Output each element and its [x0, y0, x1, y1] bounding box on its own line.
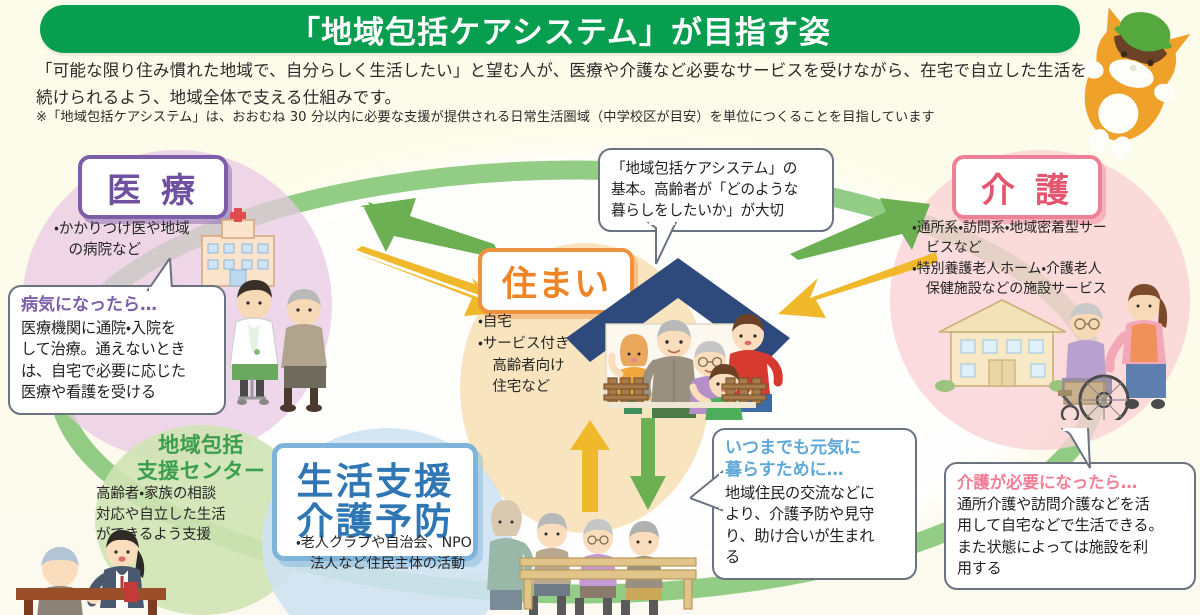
lead-paragraph: 「可能な限り住み慣れた地域で、自分らしく生活したい」と望む人が、医療や介護など必…	[36, 61, 1088, 107]
life-support-label-chip: 生活支援 介護予防	[272, 443, 478, 561]
callout-kaigo-body: 通所介護や訪問介護などを活 用して自宅などで生活できる。 また状態によっては施設…	[957, 495, 1164, 577]
support-center-title: 地域包括 支援センター	[136, 433, 266, 484]
callout-basic-tail	[646, 222, 678, 265]
medical-bullets: ・かかりつけ医や地域 の病院など	[54, 220, 190, 259]
housing-label-chip: 住まい	[478, 248, 634, 314]
doctor-and-patient-illustration	[229, 280, 327, 412]
callout-sick: 病気になったら… 医療機関に通院・入院を して治療。通えないとき は、自宅で必要…	[8, 285, 226, 416]
consultation-illustration	[16, 530, 166, 615]
title-bar	[40, 5, 1080, 53]
housing-bullets: ・自宅 ・サービス付き 高齢者向け 住宅など	[478, 314, 570, 396]
wheelchair-caregiver-illustration	[1058, 284, 1168, 420]
note-paragraph: ※「地域包括ケアシステム」は、おおむね 30 分以内に必要な支援が提供される日常…	[36, 110, 935, 125]
callout-genki-heading: いつまでも元気に 暮らすために…	[725, 438, 861, 480]
hospital-icon	[201, 208, 275, 287]
callout-sick-body: 医療機関に通院・入院を して治療。通えないとき は、自宅で必要に応じた 医療や看…	[21, 318, 186, 402]
callout-kaigo: 介護が必要になったら… 通所介護や訪問介護などを活 用して自宅などで生活できる。…	[944, 462, 1196, 591]
mascot-icon	[1081, 7, 1191, 161]
callout-genki: いつまでも元気に 暮らすために… 地域住民の交流などに より、介護予防や見守 り…	[712, 428, 917, 580]
arrow-housing-green-down	[630, 418, 666, 510]
care-label-chip: 介 護	[952, 155, 1102, 219]
arrow-housing-yellow-downleft	[778, 252, 938, 318]
arrow-life-yellow-up	[570, 420, 610, 512]
callout-sick-tail	[146, 258, 174, 291]
page-title: 「地域包括ケアシステム」が目指す姿	[289, 14, 831, 51]
arrow-care-green-upright	[790, 198, 930, 260]
callout-sick-heading: 病気になったら…	[21, 295, 157, 315]
arrow-medical-green-upleft	[360, 198, 502, 258]
care-bullets: ・通所系・訪問系・地域密着型サー ビスなど ・特別養護老人ホーム・介護老人 保健…	[912, 220, 1107, 297]
callout-genki-body: 地域住民の交流などに より、介護予防や見守 り、助け合いが生まれ る	[725, 483, 875, 567]
callout-basic-body: 「地域包括ケアシステム」の 基本。高齢者が「どのような 暮らしをしたいか」が大切	[611, 160, 799, 220]
family-house-illustration	[566, 258, 790, 420]
callout-basic: 「地域包括ケアシステム」の 基本。高齢者が「どのような 暮らしをしたいか」が大切	[598, 148, 834, 233]
medical-label-chip: 医 療	[78, 155, 228, 219]
callout-kaigo-heading: 介護が必要になったら…	[957, 473, 1138, 492]
seniors-on-bench-illustration	[487, 500, 697, 615]
callout-genki-tail	[690, 470, 723, 512]
life-support-bullets: ・老人クラブや自治会、NPO 法人など住民主体の活動	[296, 535, 472, 572]
callout-kaigo-tail	[1060, 428, 1091, 469]
